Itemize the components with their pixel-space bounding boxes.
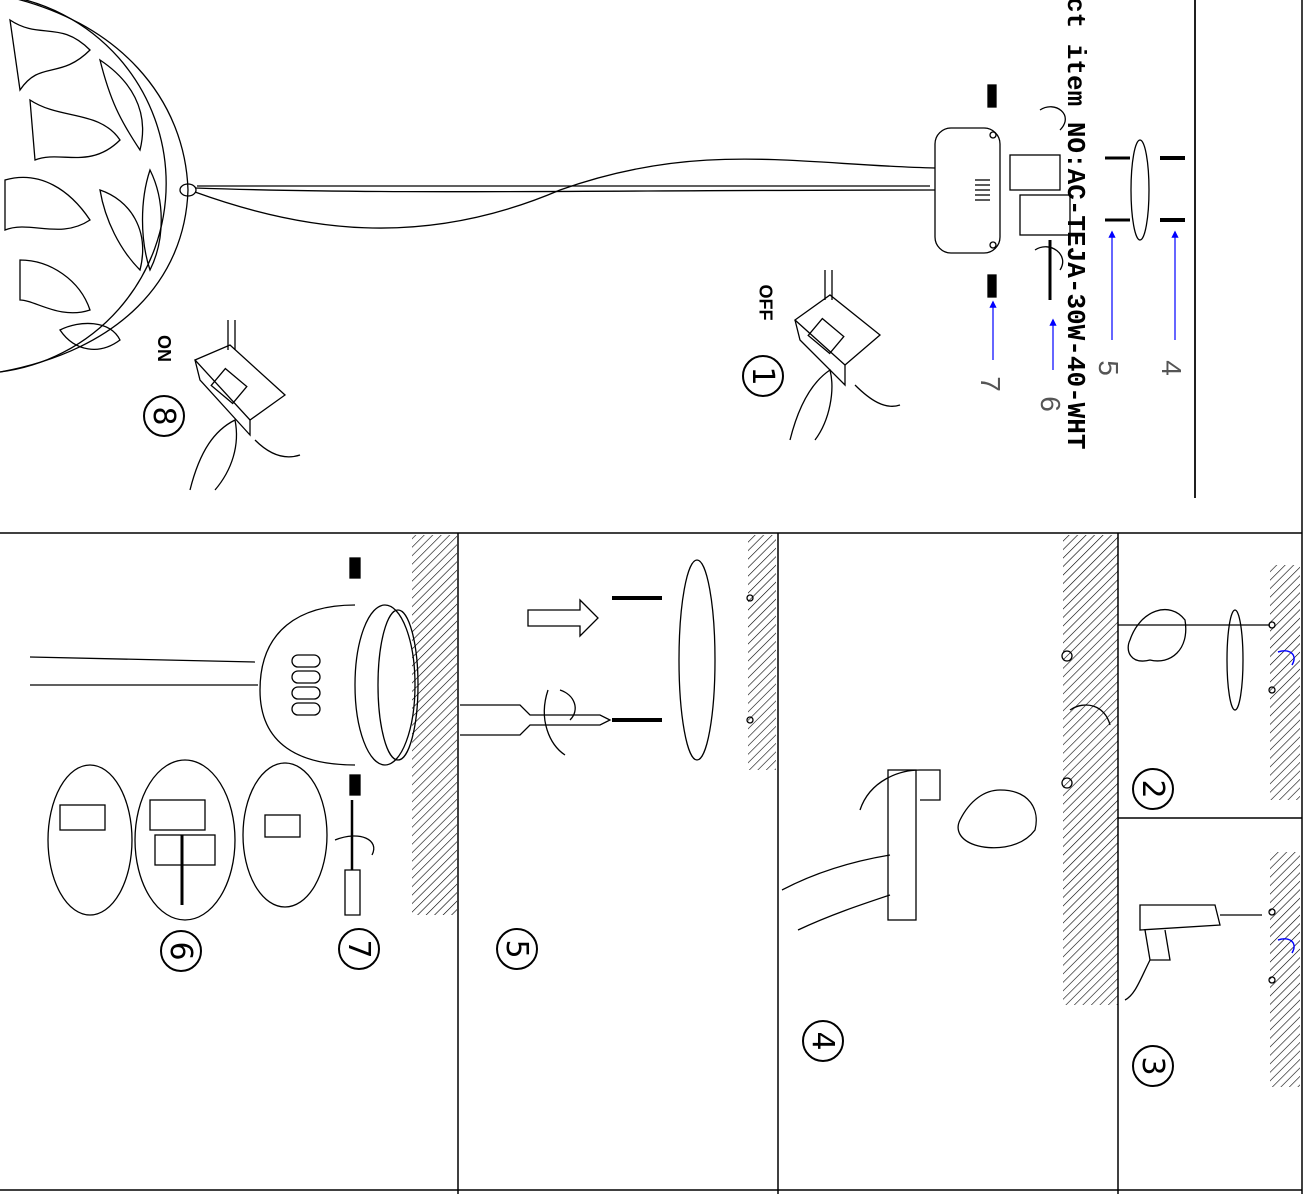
callout-5: 5 [1092, 360, 1124, 376]
panel-7-wall [412, 535, 457, 915]
step-2-number: 2 [1132, 768, 1174, 810]
lamp-disc [0, 0, 189, 373]
panel-3-drill [1124, 904, 1276, 1001]
off-label: OFF [755, 284, 776, 321]
step-7-number: 7 [338, 928, 380, 970]
callout-4: 4 [1155, 360, 1187, 376]
step-5-number: 5 [496, 928, 538, 970]
panel-2-illustration [1118, 609, 1276, 711]
step-6-number: 6 [160, 930, 202, 972]
drill-markers [1277, 650, 1295, 954]
panel-4-illustration [781, 650, 1111, 931]
switch-on-illustration [189, 320, 301, 491]
step-4-number: 4 [802, 1020, 844, 1062]
on-label: ON [154, 335, 174, 362]
lamp-hub [179, 183, 197, 197]
panel-4-wall [1063, 535, 1118, 1005]
panel-5-wall [748, 535, 776, 770]
panel-6-details [47, 759, 328, 921]
step-3-number: 3 [1132, 1045, 1174, 1087]
product-item-title: ct item NO:AC-TEJA-30W-40-WHT [1060, 0, 1090, 450]
panel-2-wall [1270, 565, 1300, 1087]
callout-arrows [989, 230, 1179, 370]
power-cable [194, 158, 936, 229]
panel-5-illustration [460, 559, 754, 761]
step-1-number: 1 [742, 355, 784, 397]
switch-off-illustration [789, 270, 901, 441]
panel-7-canopy [29, 557, 419, 916]
callout-6: 6 [1034, 396, 1066, 412]
callout-7: 7 [974, 376, 1006, 392]
canopy-assembly [934, 84, 1185, 300]
step-8-number: 8 [143, 395, 185, 437]
